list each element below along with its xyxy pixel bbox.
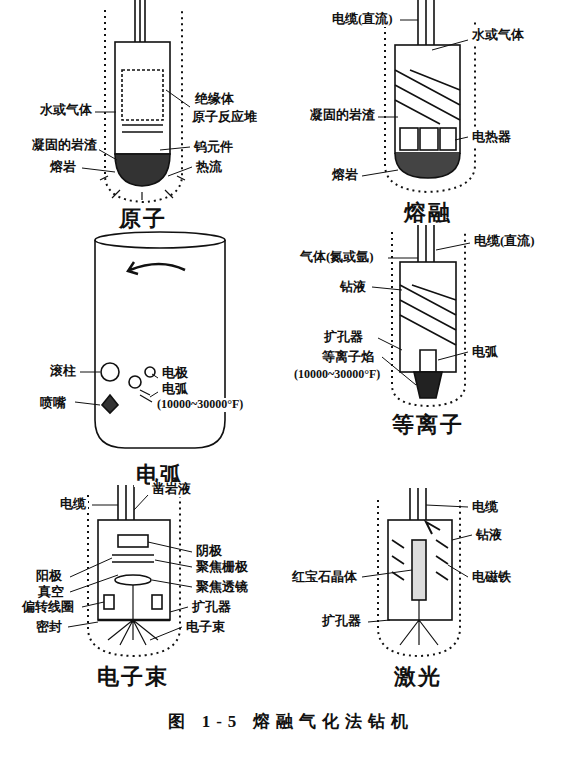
part-label: 绝缘体	[193, 92, 236, 107]
part-label: 热流	[194, 160, 224, 175]
panel-title: 激光	[392, 664, 444, 689]
part-label: 扩孔器	[320, 614, 363, 629]
part-label: 凿岩液	[150, 482, 193, 497]
part-label: 聚焦透镜	[194, 580, 250, 595]
part-label: 等离子焰	[320, 350, 376, 365]
part-label: 原子反应堆	[190, 110, 259, 125]
part-label: 滚柱	[48, 364, 78, 379]
part-label: 喷嘴	[38, 396, 68, 411]
atomic-drill	[82, 0, 192, 202]
part-label: 偏转线圈	[20, 600, 76, 615]
plasma-drill	[372, 222, 470, 406]
part-label: 扩孔器	[322, 330, 365, 345]
part-label: 电弧	[160, 382, 190, 397]
part-label: 电缆	[58, 497, 88, 512]
part-label: 电极	[160, 366, 190, 381]
part-label: 电缆(直流)	[472, 234, 537, 249]
part-label: 聚焦栅极	[194, 560, 250, 575]
part-label: 钨元件	[192, 140, 235, 155]
panel-title: 电子束	[95, 664, 171, 689]
part-label: (10000~30000°F)	[155, 398, 245, 412]
panel-title: 熔融	[402, 200, 454, 225]
part-label: (10000~30000°F)	[292, 368, 382, 382]
fusion-drill	[362, 0, 475, 192]
arc-drill	[75, 232, 225, 448]
part-label: 密封	[34, 620, 64, 635]
part-label: 钻液	[338, 280, 368, 295]
part-label: 凝固的岩渣	[30, 138, 99, 153]
part-label: 熔岩	[48, 160, 78, 175]
part-label: 电缆(直流)	[330, 12, 395, 27]
part-label: 电缆	[470, 500, 500, 515]
part-label: 阳极	[34, 569, 64, 584]
part-label: 电磁铁	[470, 570, 513, 585]
part-label: 扩孔器	[190, 600, 233, 615]
part-label: 钻液	[474, 528, 504, 543]
part-label: 红宝石晶体	[290, 570, 359, 585]
part-label: 电弧	[470, 345, 500, 360]
part-label: 气体(氮或氩)	[298, 250, 376, 265]
part-label: 水或气体	[470, 28, 526, 43]
part-label: 熔岩	[330, 168, 360, 183]
part-label: 水或气体	[38, 103, 94, 118]
part-label: 电子束	[184, 620, 227, 635]
part-label: 真空	[36, 585, 66, 600]
part-label: 电热器	[470, 130, 513, 145]
part-label: 阴极	[194, 544, 224, 559]
part-label: 凝固的岩渣	[308, 108, 377, 123]
panel-title: 等离子	[390, 412, 466, 437]
panel-title: 原子	[117, 206, 169, 231]
figure-caption: 图 1-5 熔融气化法钻机	[166, 712, 415, 732]
laser-drill	[362, 488, 472, 656]
